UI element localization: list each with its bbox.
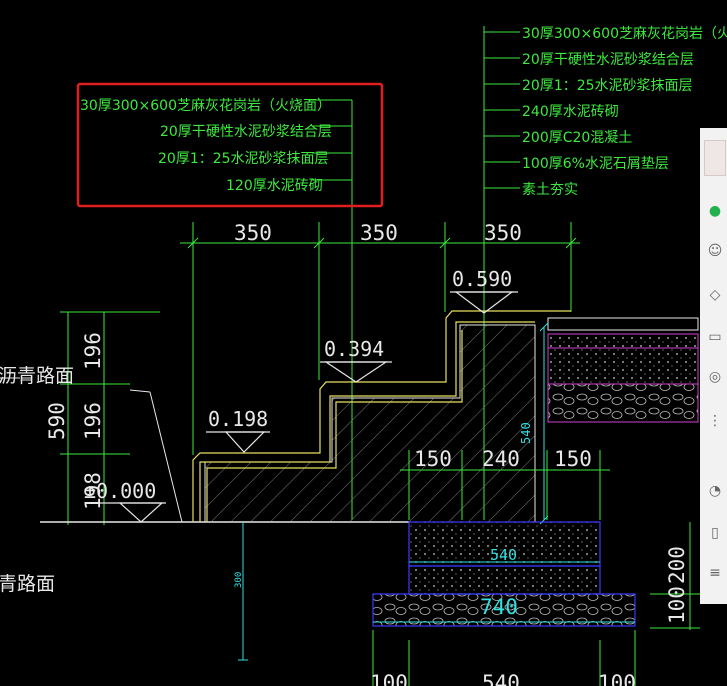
- level-top: 0.590: [452, 267, 512, 291]
- left-layer-3: 20厚1：25水泥砂浆抹面层: [158, 151, 329, 167]
- left-layer-2: 20厚干硬性水泥砂浆结合层: [160, 124, 332, 140]
- side-toolbar: ● ☺ ◇ ▭ ◎ ⋮ ◔ ▯ ≡: [700, 128, 727, 604]
- wall-width-dimensions: [400, 450, 610, 520]
- dim-footing-width: 540: [490, 546, 517, 564]
- dim-wall-right: 150: [554, 447, 592, 471]
- right-paving-layers: [547, 317, 699, 423]
- avatar-icon[interactable]: [704, 140, 726, 176]
- menu-icon[interactable]: ≡: [709, 565, 721, 581]
- chat-icon[interactable]: ●: [708, 203, 722, 219]
- left-layer-4: 120厚水泥砖砌: [226, 178, 323, 194]
- top-dimension-lines: [180, 222, 580, 455]
- link-icon[interactable]: ◔: [708, 483, 722, 499]
- dim-bottom-left: 100: [370, 671, 408, 686]
- stair-body: [204, 324, 536, 523]
- road-edges: [0, 377, 183, 523]
- aperture-icon[interactable]: ◎: [708, 369, 722, 385]
- dim-riser-2: 196: [81, 402, 105, 440]
- concrete-footing-lower: [408, 565, 601, 595]
- gravel-base: [372, 593, 636, 627]
- footing-dimensions: [238, 522, 635, 661]
- dim-step-2: 350: [360, 221, 398, 245]
- phone-icon[interactable]: ▯: [711, 525, 719, 541]
- left-layer-1: 30厚300×600芝麻灰花岗岩（火烧面）: [80, 98, 331, 114]
- dim-base-width: 740: [480, 595, 518, 619]
- dim-footing-depth: 300: [234, 572, 244, 588]
- more-icon[interactable]: ⋮: [708, 413, 722, 429]
- level-markers: [94, 291, 518, 523]
- dim-riser-1: 196: [81, 332, 105, 370]
- stair-finish-outline: [192, 310, 571, 522]
- right-layer-4: 240厚水泥砖砌: [522, 104, 619, 120]
- left-dimension-lines: [60, 311, 160, 525]
- dim-bottom-mid: 540: [482, 671, 520, 686]
- level-low: 0.198: [208, 407, 268, 431]
- dim-total-height: 590: [45, 402, 69, 440]
- contacts-icon[interactable]: ☺: [707, 243, 723, 259]
- dim-riser-3: 198: [81, 472, 105, 510]
- dim-step-3: 350: [484, 221, 522, 245]
- road-label-upper: 沥青路面: [0, 365, 74, 387]
- level-mid: 0.394: [324, 337, 384, 361]
- dim-step-1: 350: [234, 221, 272, 245]
- dim-wall-height: 540: [519, 422, 533, 444]
- dim-wall-left: 150: [414, 447, 452, 471]
- cube-icon[interactable]: ◇: [709, 287, 721, 303]
- right-layer-2: 20厚干硬性水泥砂浆结合层: [522, 52, 694, 68]
- dim-right-100: 100: [665, 586, 689, 624]
- right-dimension-lines: [372, 522, 700, 686]
- dim-right-200: 200: [665, 546, 689, 584]
- dim-bottom-right: 100: [598, 671, 636, 686]
- right-layer-5: 200厚C20混凝土: [522, 130, 632, 146]
- right-layer-7: 素土夯实: [522, 182, 578, 198]
- dim-wall-mid: 240: [482, 447, 520, 471]
- right-layer-6: 100厚6%水泥石屑垫层: [522, 156, 669, 172]
- concrete-footing: [408, 521, 601, 567]
- right-layer-3: 20厚1：25水泥砂浆抹面层: [522, 78, 693, 94]
- folder-icon[interactable]: ▭: [708, 329, 722, 345]
- road-label-lower: 青路面: [0, 573, 55, 595]
- right-layer-1: 30厚300×600芝麻灰花岗岩（火烧: [522, 26, 727, 42]
- level-ground: ±0.000: [84, 479, 156, 503]
- highlight-box: [76, 82, 384, 208]
